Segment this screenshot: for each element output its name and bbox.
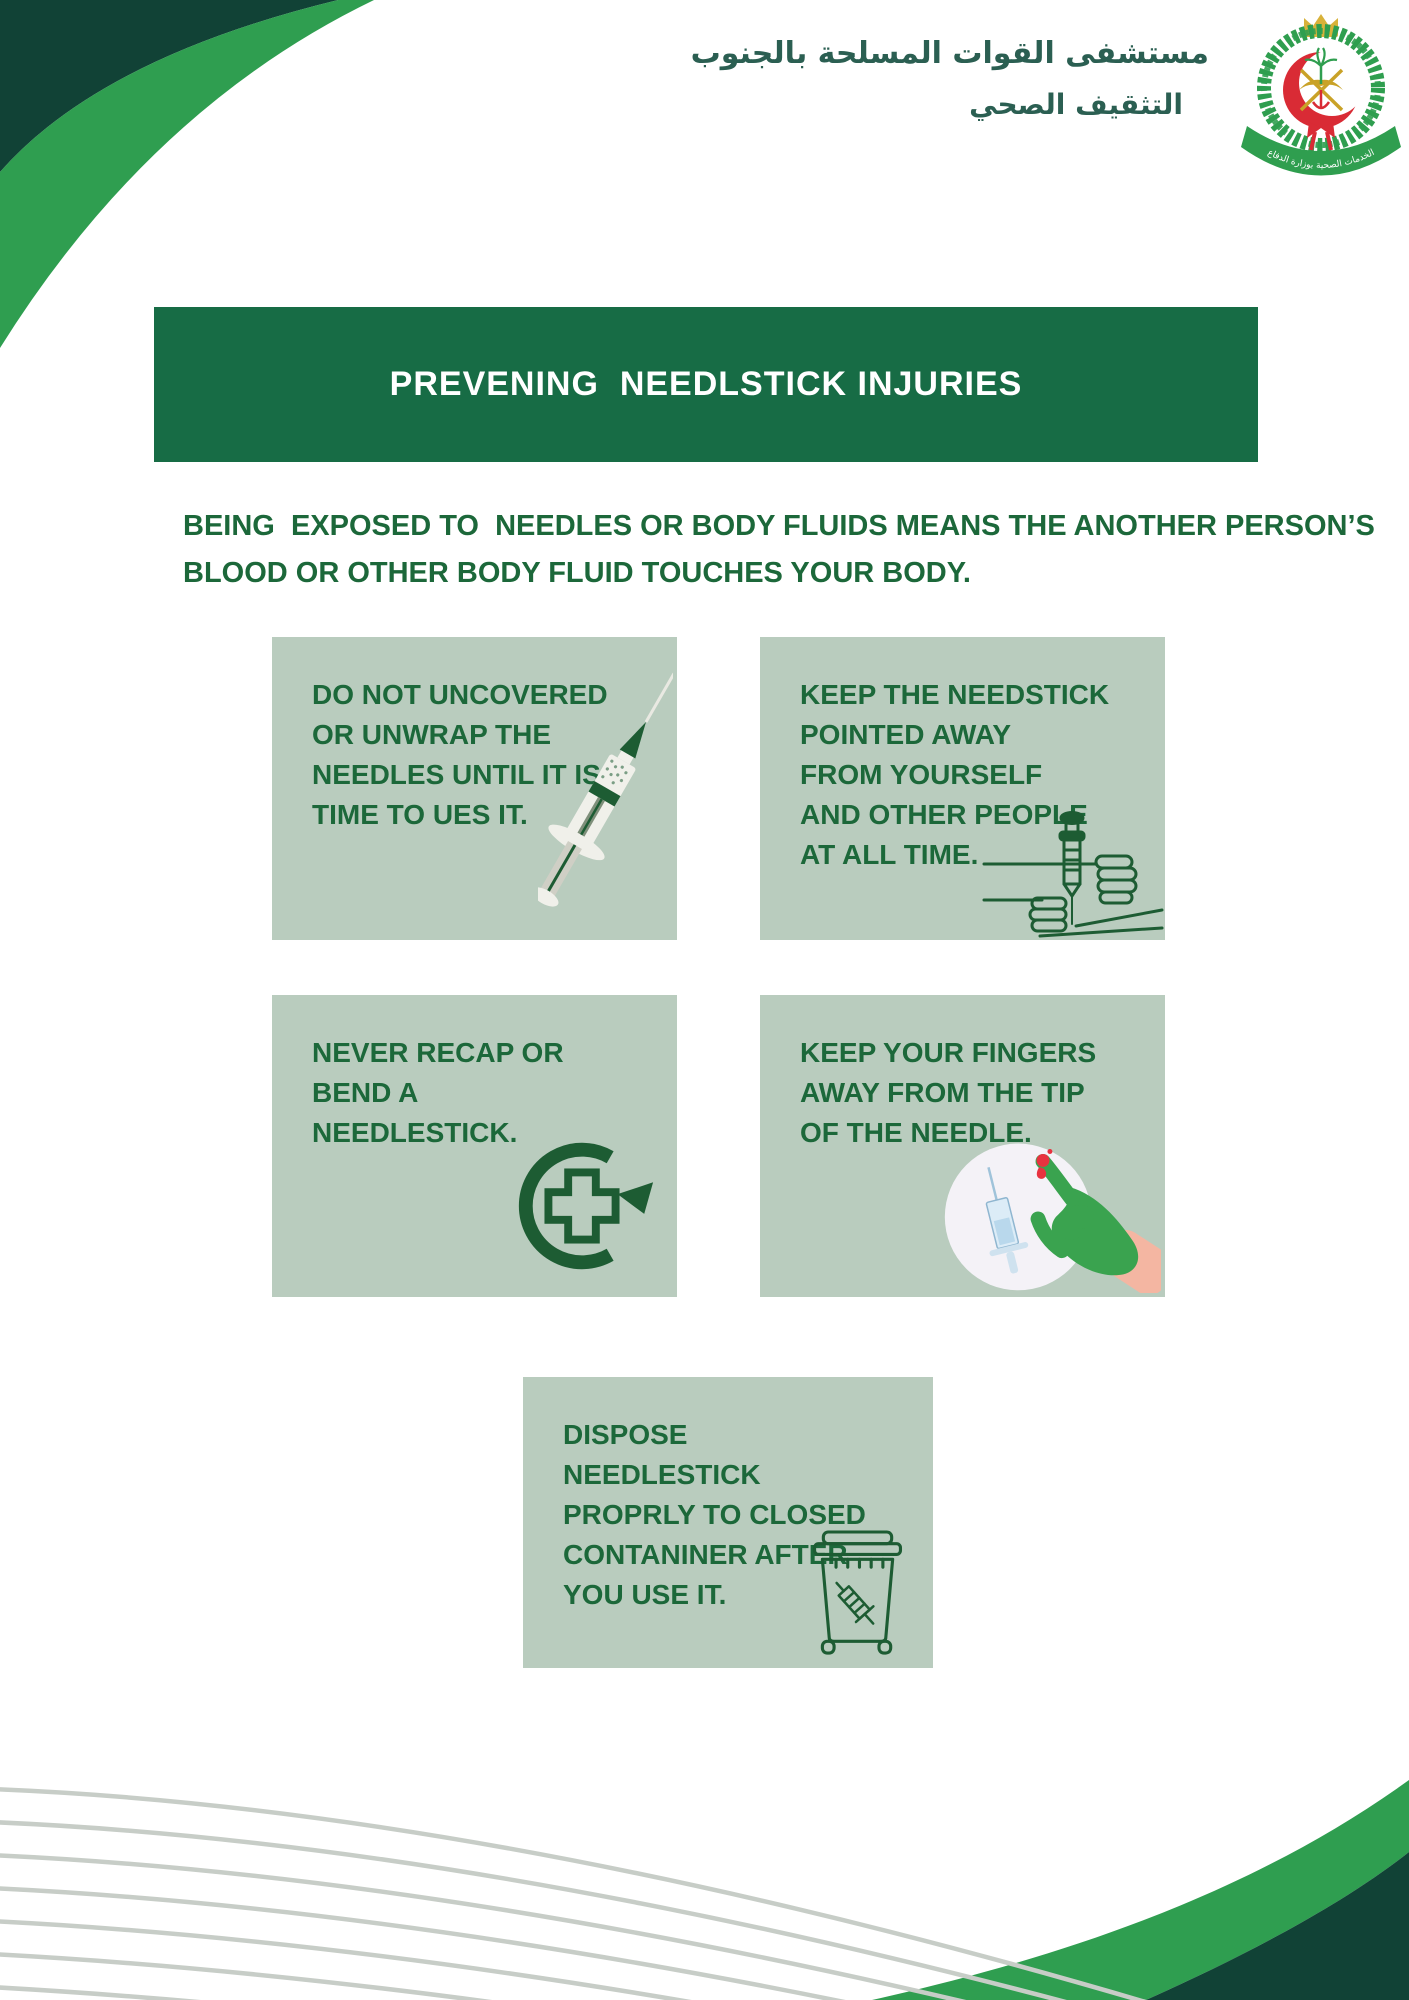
logo-banner: الخدمات الصحية بوزارة الدفاع xyxy=(1241,126,1401,176)
card-text-line: AT ALL TIME. xyxy=(800,839,979,870)
card-text-line: FROM YOURSELF xyxy=(800,759,1043,790)
no-recap-cycle-icon xyxy=(518,1142,654,1270)
poster-title: PREVENING NEEDLSTICK INJURIES xyxy=(389,365,1023,403)
card-text-line: DISPOSE xyxy=(563,1419,688,1450)
top-left-dark-swoosh xyxy=(0,0,338,172)
card-text-line: POINTED AWAY xyxy=(800,719,1012,750)
small-syringe-icon xyxy=(985,1166,1029,1274)
intro-text: BEING EXPOSED TO NEEDLES OR BODY FLUIDS … xyxy=(183,503,1375,597)
card-point-away: KEEP THE NEEDSTICK POINTED AWAY FROM YOU… xyxy=(760,637,1165,940)
card-text: KEEP YOUR FINGERS AWAY FROM THE TIP OF T… xyxy=(800,1033,1096,1153)
intro-line: BEING EXPOSED TO NEEDLES OR BODY FLUIDS … xyxy=(183,510,1375,542)
card-text: KEEP THE NEEDSTICK POINTED AWAY FROM YOU… xyxy=(800,675,1109,875)
card-text-line: PROPRLY TO CLOSED xyxy=(563,1499,866,1530)
card-text: NEVER RECAP OR BEND A NEEDLESTICK. xyxy=(312,1033,564,1153)
bottom-right-green-swoosh xyxy=(872,1780,1409,2000)
blood-drop-icon xyxy=(1036,1148,1053,1179)
ribbon-knot-icon xyxy=(1307,122,1335,151)
card-text-line: KEEP YOUR FINGERS xyxy=(800,1037,1097,1068)
hands-holding-syringe-icon xyxy=(982,811,1164,938)
card-text-line: OR UNWRAP THE xyxy=(312,719,552,750)
card-text: DO NOT UNCOVERED OR UNWRAP THE NEEDLES U… xyxy=(312,675,608,835)
card-text-line: OF THE NEEDLE. xyxy=(800,1117,1032,1148)
card-text-line: NEEDLESTICK. xyxy=(312,1117,518,1148)
card-text-line: AND OTHER PEOPLE xyxy=(800,799,1088,830)
wave-lines xyxy=(0,1787,1147,2000)
card-dispose-properly: DISPOSE NEEDLESTICK PROPRLY TO CLOSED CO… xyxy=(523,1377,933,1668)
medical-cross-icon xyxy=(544,1168,620,1244)
gloved-hand-needle-icon xyxy=(944,1143,1161,1293)
title-bar: PREVENING NEEDLSTICK INJURIES xyxy=(154,307,1258,462)
card-text-line: NEEDLES UNTIL IT IS xyxy=(312,759,601,790)
card-text-line: TIME TO UES IT. xyxy=(312,799,528,830)
card-text-line: CONTANINER AFTER xyxy=(563,1539,848,1570)
top-left-green-swoosh xyxy=(0,0,374,348)
hospital-name-arabic: مستشفى القوات المسلحة بالجنوب xyxy=(690,36,1209,71)
card-text-line: AWAY FROM THE TIP xyxy=(800,1077,1085,1108)
card-text-line: BEND A xyxy=(312,1077,419,1108)
card-do-not-uncover: DO NOT UNCOVERED OR UNWRAP THE NEEDLES U… xyxy=(272,637,677,940)
bottom-right-dark-swoosh xyxy=(1146,1852,1409,2000)
card-never-recap: NEVER RECAP OR BEND A NEEDLESTICK. xyxy=(272,995,677,1297)
health-education-label-arabic: التثقيف الصحي xyxy=(969,88,1183,121)
card-text-line: KEEP THE NEEDSTICK xyxy=(800,679,1110,710)
card-text-line: NEEDLESTICK xyxy=(563,1459,761,1490)
card-text-line: YOU USE IT. xyxy=(563,1579,727,1610)
sharps-container-icon xyxy=(813,1530,903,1655)
card-text: DISPOSE NEEDLESTICK PROPRLY TO CLOSED CO… xyxy=(563,1415,866,1615)
syringe-illustration xyxy=(538,672,673,907)
card-fingers-away: KEEP YOUR FINGERS AWAY FROM THE TIP OF T… xyxy=(760,995,1165,1297)
emblem-center-icon xyxy=(1299,47,1344,112)
card-text-line: NEVER RECAP OR xyxy=(312,1037,564,1068)
card-text-line: DO NOT UNCOVERED xyxy=(312,679,608,710)
hospital-logo: الخدمات الصحية بوزارة الدفاع xyxy=(1241,14,1401,176)
intro-line: BLOOD OR OTHER BODY FLUID TOUCHES YOUR B… xyxy=(183,557,971,589)
